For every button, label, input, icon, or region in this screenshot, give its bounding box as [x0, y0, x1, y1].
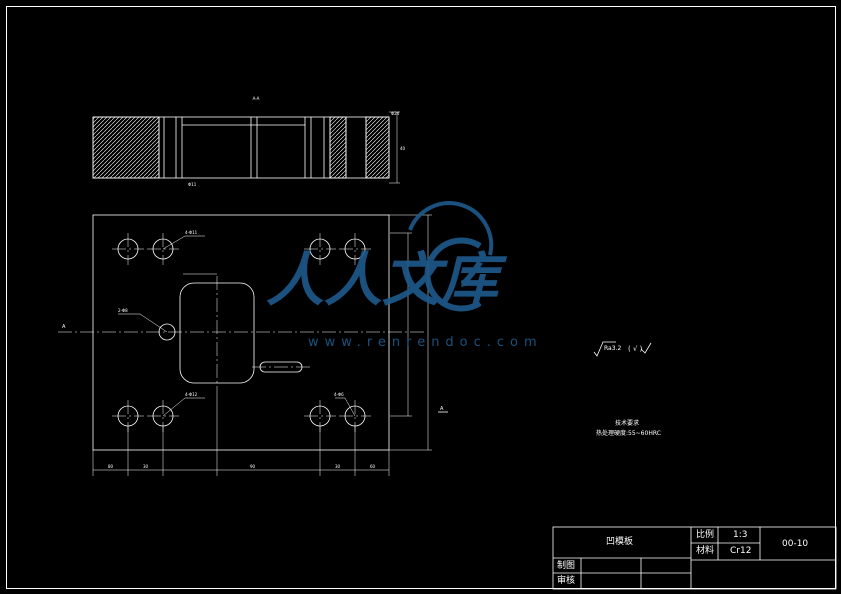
- tech-note-body: 热处理硬度:55~60HRC: [596, 429, 661, 437]
- material-label: 材料: [696, 546, 715, 556]
- dim-bottom-1: 80: [108, 464, 114, 469]
- checked-label: 审核: [557, 576, 576, 586]
- scale-label: 比例: [696, 530, 715, 540]
- plate-outline: [92, 214, 390, 451]
- callout-hole-c: 4-Φ12: [185, 392, 198, 397]
- section-marker-right: A: [440, 406, 444, 412]
- roughness-rest: ( √ ): [628, 345, 643, 353]
- material-value: Cr12: [730, 546, 752, 556]
- dim-bottom-4: 30: [335, 464, 341, 469]
- plan-view: 4-Φ11 2-Φ8 4-Φ12 4-Φ6 A A 80: [58, 214, 448, 476]
- watermark-logo: [408, 201, 494, 312]
- dim-top-right: Φ24: [391, 111, 400, 116]
- callout-hole-a: 4-Φ11: [185, 230, 198, 235]
- hatch-right-b: [365, 116, 390, 179]
- callout-bottom-left: Φ11: [188, 182, 197, 187]
- dim-bottom-5: 60: [370, 464, 376, 469]
- section-marker-left: A: [62, 324, 66, 330]
- section-label: A-A: [253, 96, 260, 101]
- hatch-right-a: [329, 116, 347, 179]
- hatch-left: [92, 116, 160, 179]
- callout-hole-b: 2-Φ8: [118, 308, 128, 313]
- part-name: 凹模板: [606, 537, 634, 547]
- roughness-value: Ra3.2: [604, 345, 621, 352]
- watermark: 人人文库 www.renrendoc.com: [266, 201, 543, 350]
- drawing-number: 00-10: [782, 539, 809, 549]
- watermark-brand: 人人文库: [266, 246, 508, 314]
- scale-value: 1:3: [733, 530, 748, 540]
- dim-bottom-2: 30: [143, 464, 149, 469]
- watermark-url: www.renrendoc.com: [308, 335, 543, 350]
- drawing-frame: [6, 6, 836, 589]
- callout-hole-d: 4-Φ6: [334, 392, 344, 397]
- tech-note-heading: 技术要求: [615, 419, 639, 427]
- drawn-label: 制图: [557, 561, 576, 571]
- dim-bottom-3: 90: [250, 464, 256, 469]
- title-block: [552, 526, 837, 590]
- surface-roughness-note: Ra3.2 ( √ ): [593, 341, 652, 357]
- section-view: A-A Φ24 40 Φ11: [92, 96, 406, 187]
- dim-right: 40: [400, 146, 406, 151]
